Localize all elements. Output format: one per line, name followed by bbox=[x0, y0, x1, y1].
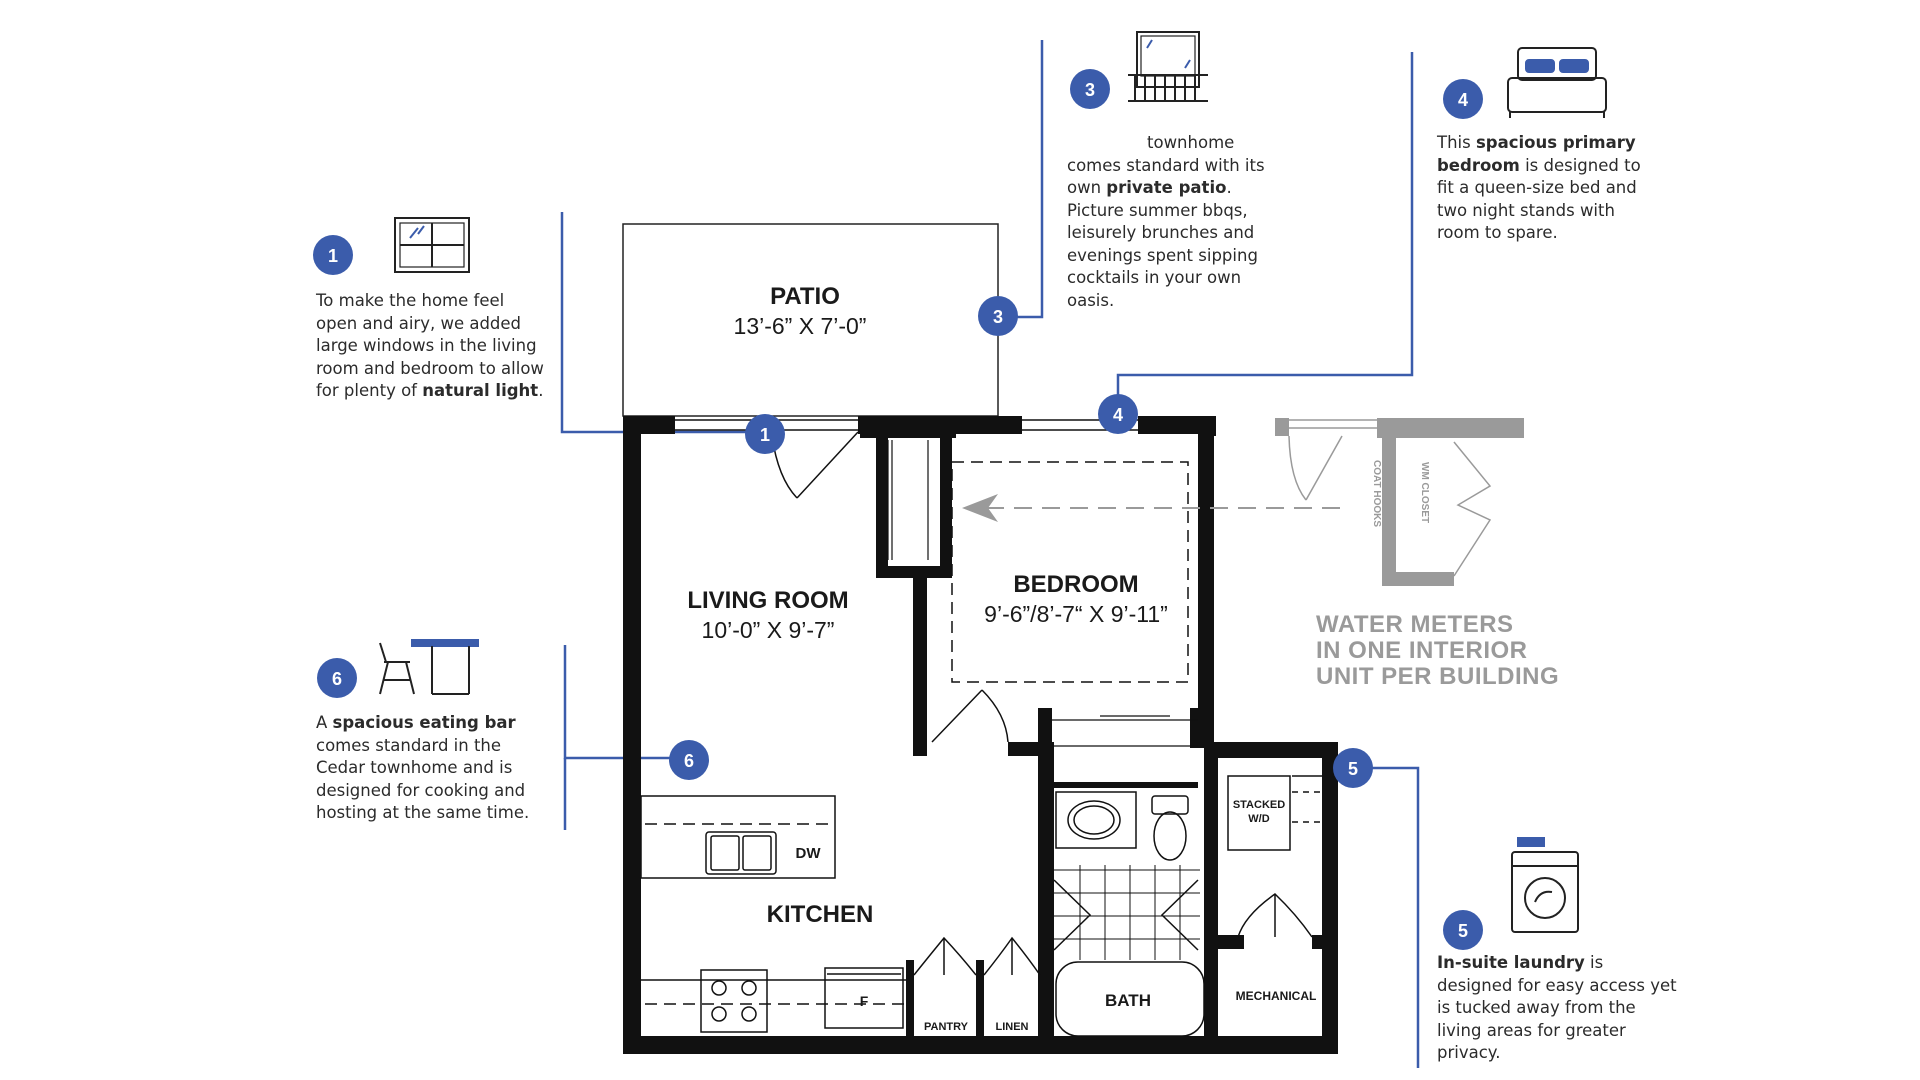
bath-name: BATH bbox=[1105, 991, 1151, 1010]
badge-1-callout: 1 bbox=[313, 235, 353, 275]
pantry-linen-doors bbox=[913, 936, 1041, 976]
svg-text:6: 6 bbox=[332, 669, 342, 689]
wm-closet-label: WM CLOSET bbox=[1419, 462, 1430, 523]
kitchen-name: KITCHEN bbox=[767, 901, 874, 928]
entry-door bbox=[771, 431, 859, 499]
stacked-washer-dryer bbox=[1227, 775, 1322, 851]
inset-arrow bbox=[962, 494, 1340, 522]
svg-text:5: 5 bbox=[1458, 921, 1468, 941]
stacked-wd-line1: STACKED bbox=[1233, 799, 1285, 811]
badge-4-callout: 4 bbox=[1443, 79, 1483, 119]
badges: 1 3 4 5 6 1 3 4 bbox=[313, 69, 1483, 950]
callout-1-text: To make the home feel open and airy, we … bbox=[316, 291, 544, 400]
badge-6-plan: 6 bbox=[669, 740, 709, 780]
balcony-icon bbox=[1128, 31, 1208, 102]
stacked-wd-line2: W/D bbox=[1248, 813, 1269, 825]
callout-3-text: townhome comes standard with its own pri… bbox=[1067, 133, 1265, 310]
wm-closet-inset bbox=[1275, 418, 1524, 586]
svg-text:1: 1 bbox=[760, 425, 770, 445]
svg-text:5: 5 bbox=[1348, 759, 1358, 779]
washer-icon bbox=[1511, 837, 1579, 933]
water-meter-note-line-3: UNIT PER BUILDING bbox=[1316, 663, 1560, 690]
interior-walls bbox=[860, 430, 1338, 1054]
living-room-name: LIVING ROOM bbox=[687, 587, 848, 614]
linen-label: LINEN bbox=[996, 1021, 1029, 1033]
bathroom-fixtures bbox=[1053, 791, 1205, 1037]
badge-1-plan: 1 bbox=[745, 414, 785, 454]
mechanical-name: MECHANICAL bbox=[1236, 989, 1317, 1003]
bar-stool-icon bbox=[379, 639, 479, 695]
bedroom-name: BEDROOM bbox=[1013, 571, 1138, 598]
dishwasher-label: DW bbox=[796, 845, 822, 862]
coat-hooks-label: COAT HOOKS bbox=[1371, 460, 1382, 527]
leader-line-5 bbox=[1355, 766, 1420, 1068]
wm-closet-inset-lines bbox=[1288, 419, 1492, 577]
bedroom-closet bbox=[1052, 715, 1198, 747]
window-icon bbox=[394, 217, 470, 273]
badge-3-callout: 3 bbox=[1070, 69, 1110, 109]
badge-5-plan: 5 bbox=[1333, 748, 1373, 788]
patio-name: PATIO bbox=[770, 283, 840, 310]
water-meter-note: WATER METERS IN ONE INTERIOR UNIT PER BU… bbox=[1316, 612, 1559, 690]
callout-6-text: A spacious eating bar comes standard in … bbox=[316, 713, 530, 822]
bed-icon bbox=[1507, 47, 1607, 118]
water-meter-note-line-1: WATER METERS bbox=[1316, 611, 1514, 638]
pantry-label: PANTRY bbox=[924, 1021, 969, 1033]
svg-text:4: 4 bbox=[1113, 405, 1123, 425]
badge-6-callout: 6 bbox=[317, 658, 357, 698]
leader-line-3 bbox=[998, 40, 1044, 319]
svg-text:3: 3 bbox=[1085, 80, 1095, 100]
callout-5-text: In-suite laundry is designed for easy ac… bbox=[1437, 953, 1677, 1062]
entry-closet bbox=[887, 440, 929, 560]
fridge-label: F bbox=[860, 993, 869, 1009]
water-meter-note-line-2: IN ONE INTERIOR bbox=[1316, 637, 1528, 664]
bedroom-door bbox=[931, 689, 1009, 743]
svg-text:6: 6 bbox=[684, 751, 694, 771]
living-room-dims: 10’-0” X 9’-7” bbox=[702, 617, 835, 643]
badge-5-callout: 5 bbox=[1443, 910, 1483, 950]
bedroom-rug-outline bbox=[951, 461, 1189, 683]
leader-line-1 bbox=[560, 212, 762, 434]
bedroom-dims: 9’-6”/8’-7“ X 9’-11” bbox=[984, 601, 1168, 627]
svg-text:1: 1 bbox=[328, 246, 338, 266]
mechanical-door bbox=[1237, 893, 1313, 938]
leader-lines bbox=[560, 40, 1420, 1068]
kitchen-counter bbox=[641, 967, 906, 1033]
badge-4-plan: 4 bbox=[1098, 394, 1138, 434]
svg-text:4: 4 bbox=[1458, 90, 1468, 110]
patio-dims: 13’-6” X 7’-0” bbox=[734, 313, 867, 339]
callout-4-text: This spacious primary bedroom is designe… bbox=[1437, 133, 1641, 242]
kitchen-island bbox=[640, 795, 836, 879]
badge-3-plan: 3 bbox=[978, 296, 1018, 336]
svg-text:3: 3 bbox=[993, 307, 1003, 327]
